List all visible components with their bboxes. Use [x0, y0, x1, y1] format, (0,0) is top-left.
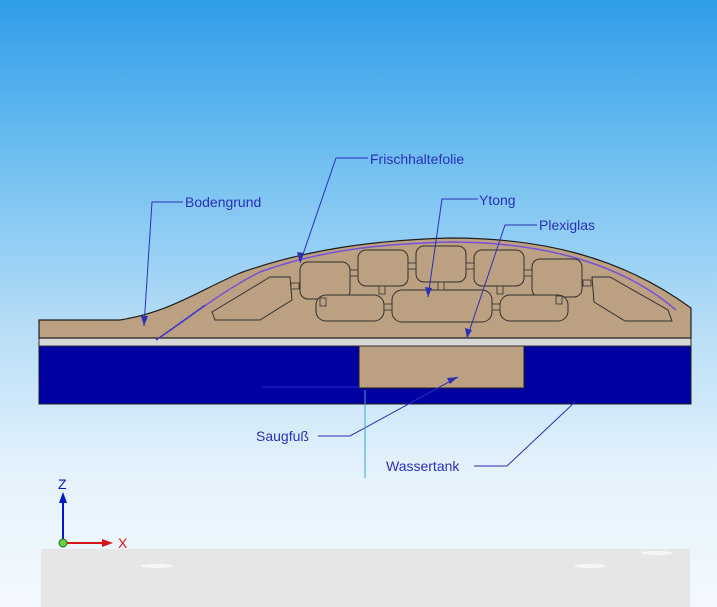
leader-ytong [427, 198, 478, 298]
leader-frischhaltefolie [299, 157, 368, 264]
ytong-connector [582, 279, 592, 287]
ytong-connector [319, 297, 327, 307]
label-frischhaltefolie: Frischhaltefolie [370, 151, 465, 167]
leader-wassertank [474, 401, 576, 467]
suction-foot [358, 345, 525, 389]
ground-highlight [641, 551, 673, 555]
leader-saugfuss [318, 376, 459, 437]
ytong-connectors [290, 262, 592, 311]
arrowhead [141, 316, 148, 326]
ytong-blocks [211, 245, 673, 323]
ytong-connector [437, 281, 445, 291]
ytong-block [415, 245, 467, 283]
arrowhead [447, 377, 458, 384]
callout-arrowheads [141, 252, 472, 384]
leader-plexiglas-extra [155, 304, 206, 341]
ytong-connector [465, 262, 475, 270]
ytong-connector [491, 303, 501, 311]
ground-highlight [574, 564, 606, 568]
ytong-block [391, 289, 493, 323]
ytong-connector [378, 285, 386, 295]
label-ytong: Ytong [479, 192, 516, 208]
label-saugfuss: Saugfuß [256, 428, 309, 444]
ytong-block [531, 258, 583, 298]
plexiglas-plate [38, 337, 692, 347]
ytong-connector [349, 269, 359, 277]
label-bodengrund: Bodengrund [185, 194, 262, 210]
ytong-block [211, 276, 293, 321]
label-wassertank: Wassertank [386, 458, 460, 474]
ground-highlight [141, 564, 173, 568]
ytong-block [357, 249, 409, 287]
coordinate-triad [58, 492, 113, 548]
ytong-connector [523, 269, 533, 277]
z-axis-arrowhead [59, 492, 67, 503]
leader-bodengrund [143, 201, 183, 327]
ytong-block [591, 276, 673, 322]
ytong-connector [383, 303, 393, 311]
ytong-block [299, 261, 351, 300]
ytong-connector [496, 285, 504, 295]
origin-dot [58, 538, 68, 548]
x-axis-label: X [118, 535, 128, 551]
z-axis-label: Z [58, 476, 67, 492]
ytong-connector [407, 262, 417, 270]
ground-plane [41, 549, 690, 607]
ytong-connector [290, 282, 300, 290]
callout-leaders [143, 157, 576, 467]
label-plexiglas: Plexiglas [539, 217, 596, 233]
cling-film [155, 241, 677, 341]
ytong-block [473, 249, 525, 287]
ytong-connector [555, 295, 563, 305]
leader-plexiglas [466, 224, 537, 339]
arrowhead [297, 252, 304, 263]
arrowhead [425, 287, 432, 297]
arrowhead [465, 328, 472, 338]
x-axis-arrowhead [102, 539, 113, 547]
